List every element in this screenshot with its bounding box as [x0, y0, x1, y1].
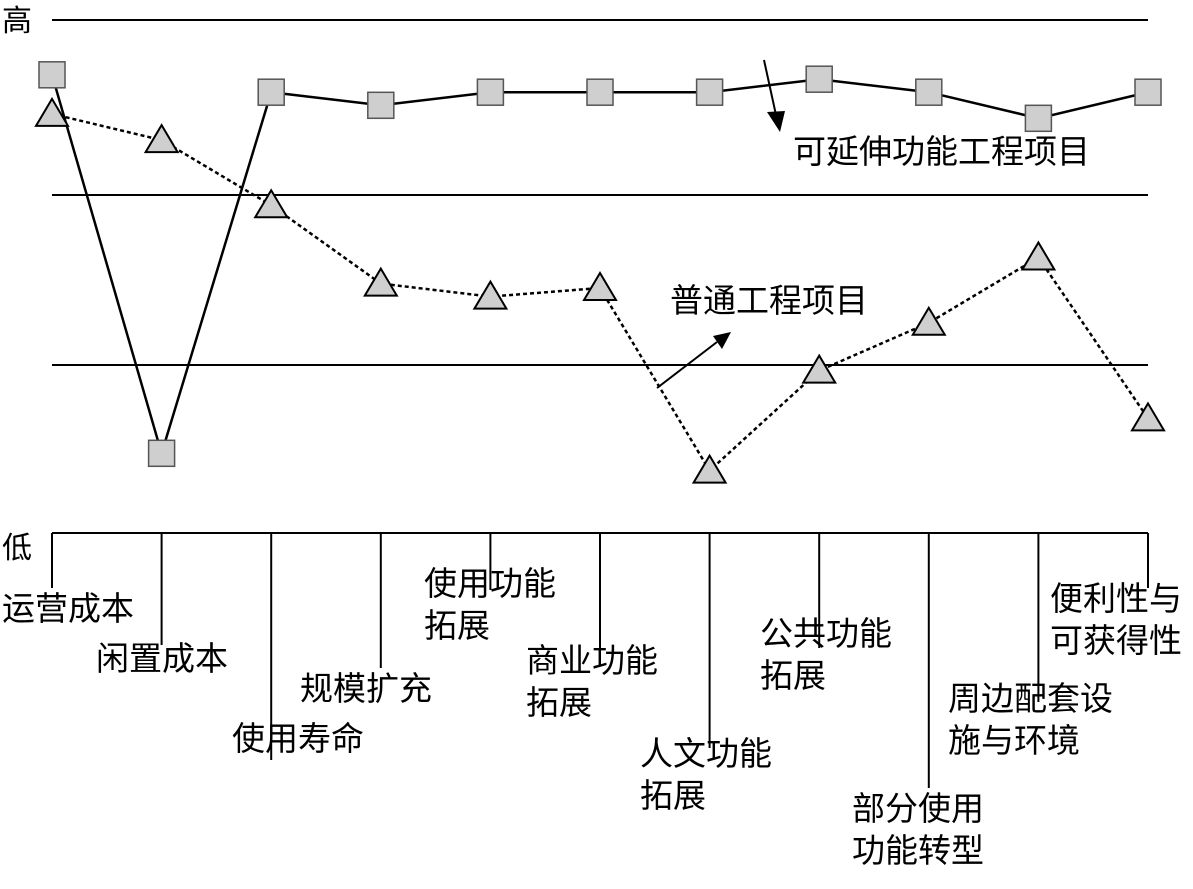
data-point-square: [915, 78, 943, 106]
data-point-triangle: [801, 353, 837, 384]
category-ticks: [51, 533, 1149, 788]
category-label: 功能转型: [852, 831, 984, 870]
data-point-square: [586, 78, 614, 106]
series-markers-ordinary-project: [34, 96, 1166, 484]
data-point-triangle: [1130, 401, 1166, 432]
data-point-square: [1024, 104, 1053, 133]
data-point-square: [805, 65, 833, 93]
category-label: 运营成本: [2, 589, 134, 628]
series-markers-extendable-project: [38, 61, 1162, 468]
category-label: 人文功能: [640, 734, 772, 773]
category-label: 商业功能: [526, 641, 658, 680]
callout-arrowhead-extendable-project: [767, 111, 785, 132]
category-label: 使用功能: [424, 564, 556, 603]
data-point-triangle: [143, 123, 180, 154]
data-point-triangle: [911, 305, 947, 336]
data-point-square: [38, 61, 66, 89]
data-point-triangle: [1020, 240, 1057, 271]
category-label: 拓展: [526, 683, 592, 722]
data-point-square: [1134, 78, 1162, 106]
data-point-square: [367, 91, 395, 120]
category-label: 闲置成本: [96, 639, 228, 678]
data-point-square: [257, 78, 285, 106]
y-axis-high-label: 高: [2, 4, 32, 39]
category-label: 公共功能: [760, 614, 892, 653]
data-point-square: [147, 439, 176, 468]
category-labels: 运营成本闲置成本使用寿命规模扩充使用功能拓展商业功能拓展人文功能拓展公共功能拓展…: [2, 564, 1182, 870]
data-point-triangle: [363, 266, 399, 297]
data-point-triangle: [34, 96, 70, 127]
series-ordinary-project: [34, 96, 1166, 484]
category-label: 拓展: [640, 776, 706, 815]
category-label: 可获得性: [1050, 621, 1182, 660]
data-point-triangle: [582, 271, 618, 301]
data-point-triangle: [472, 279, 509, 310]
data-point-triangle: [253, 188, 289, 219]
data-point-triangle: [691, 453, 728, 484]
data-point-square: [695, 78, 724, 106]
category-label: 拓展: [760, 656, 826, 695]
callout-arrow-ordinary-project: [656, 341, 718, 389]
data-point-square: [476, 78, 505, 106]
category-label: 部分使用: [852, 789, 984, 828]
legend-label-extendable-project: 可延伸功能工程项目: [793, 132, 1090, 171]
category-label: 规模扩充: [300, 669, 432, 708]
callout-arrowhead-ordinary-project: [713, 332, 731, 349]
category-label: 周边配套设: [948, 679, 1113, 718]
category-label: 拓展: [424, 606, 490, 645]
legend-label-ordinary-project: 普通工程项目: [670, 281, 868, 320]
series-extendable-project: [38, 61, 1162, 468]
category-label: 施与环境: [948, 721, 1080, 760]
category-label: 便利性与: [1050, 579, 1182, 618]
category-label: 使用寿命: [232, 719, 364, 758]
callout-arrow-extendable-project: [763, 59, 777, 116]
y-axis-low-label: 低: [2, 531, 32, 566]
